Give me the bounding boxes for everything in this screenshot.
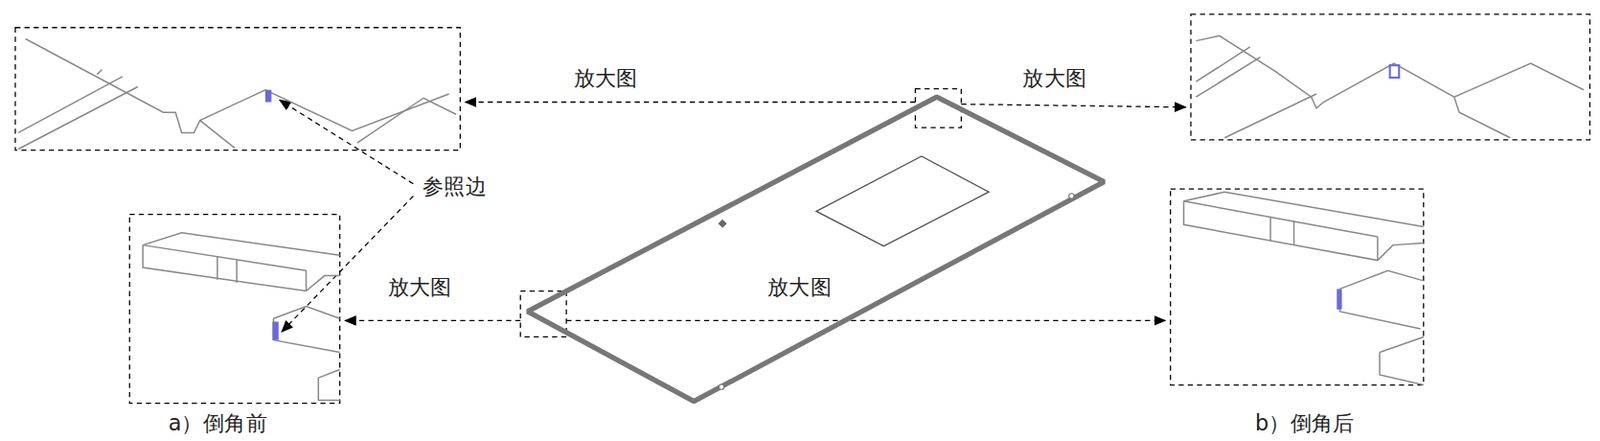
reference-edge (1390, 65, 1400, 78)
reference-edge (265, 90, 272, 103)
zoom-detail (18, 35, 1584, 400)
zoom-frame (1170, 188, 1424, 385)
zoom-label: 放大图 (765, 275, 834, 300)
sheet-plate (527, 96, 1105, 401)
zoom-label: 放大图 (571, 67, 640, 92)
zoom-frame (15, 27, 460, 151)
callout-label: 参照边 (420, 175, 489, 200)
zoom-label: 放大图 (1020, 67, 1089, 92)
reference-edge (272, 321, 278, 341)
reference-edge (1336, 288, 1342, 309)
zoom-frame (1190, 14, 1590, 140)
zoom-frame (129, 214, 340, 404)
caption-label: a）倒角前 (166, 411, 270, 436)
zoom-label: 放大图 (386, 275, 455, 300)
caption-label: b）倒角后 (1253, 411, 1357, 436)
